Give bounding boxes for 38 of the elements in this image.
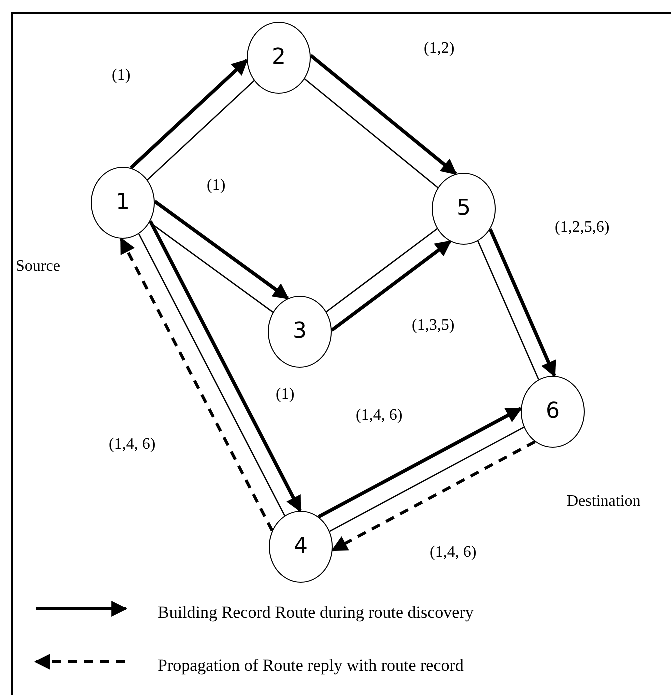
arrow bbox=[148, 220, 302, 512]
arrow bbox=[488, 228, 556, 378]
arrow bbox=[130, 59, 248, 170]
arrow bbox=[120, 238, 274, 532]
node-caption: Destination bbox=[567, 493, 641, 511]
node-number: 2 bbox=[272, 47, 286, 69]
node-number: 1 bbox=[116, 192, 130, 214]
arrow bbox=[330, 240, 452, 332]
node-number: 4 bbox=[294, 536, 308, 558]
edge-label: (1,4, 6) bbox=[355, 407, 404, 425]
edge-label: (1,4, 6) bbox=[108, 436, 157, 454]
arrow bbox=[331, 440, 536, 552]
edge-label: (1) bbox=[206, 177, 227, 195]
edge-label: (1,2,5,6) bbox=[554, 219, 611, 237]
node-circle bbox=[432, 173, 496, 245]
edge-label: (1,4, 6) bbox=[429, 544, 478, 562]
node-circle bbox=[521, 376, 585, 448]
node-number: 5 bbox=[457, 198, 471, 220]
arrow bbox=[310, 54, 458, 176]
link-line bbox=[304, 78, 439, 188]
link-line bbox=[138, 234, 286, 516]
legend-text: Building Record Route during route discovery bbox=[158, 604, 474, 623]
edge-label: (1,2) bbox=[423, 40, 456, 58]
edge-label: (1) bbox=[275, 386, 296, 404]
edge-label: (1,3,5) bbox=[411, 317, 456, 335]
edge-label: (1) bbox=[111, 67, 132, 85]
link-line bbox=[478, 241, 540, 380]
arrow bbox=[318, 407, 523, 519]
node-circle bbox=[268, 296, 332, 368]
node-caption: Source bbox=[16, 258, 60, 276]
arrow bbox=[154, 200, 290, 300]
link-line bbox=[330, 426, 524, 532]
link-line bbox=[147, 80, 255, 181]
legend-text: Propagation of Route reply with route record bbox=[158, 657, 464, 676]
node-circle bbox=[269, 511, 333, 583]
link-line bbox=[326, 228, 438, 313]
node-number: 3 bbox=[293, 321, 307, 343]
node-number: 6 bbox=[546, 401, 560, 423]
